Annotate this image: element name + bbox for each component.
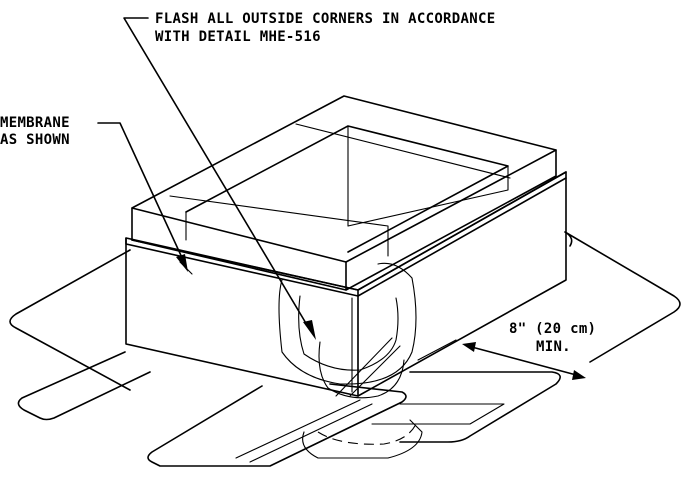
flash-note-arrowhead: [303, 320, 316, 340]
base-flashing-pad-front: [302, 419, 423, 459]
base-flashing-dashed: [317, 423, 417, 445]
membrane-label-line1: MEMBRANE: [0, 115, 70, 131]
flash-note-line2: WITH DETAIL MHE-516: [155, 29, 321, 45]
nailer-inner-opening: [185, 125, 509, 253]
corner-flashing-patch-upper: [278, 262, 417, 385]
curb-face-hatch: [179, 261, 359, 395]
flash-note-leader: [123, 17, 311, 331]
dimension-value: 8" (20 cm): [509, 321, 596, 337]
membrane-leader: [97, 122, 185, 263]
roof-membrane-front-edge: [17, 351, 151, 421]
curb-cap-band-right: [357, 171, 567, 297]
corner-flashing-patch-lower: [318, 341, 405, 399]
membrane-arrowhead: [176, 254, 188, 272]
dimension-extension: [417, 339, 457, 361]
dimension-line: [467, 345, 581, 377]
base-flashing-pad-right: [399, 371, 561, 443]
flash-note-line1: FLASH ALL OUTSIDE CORNERS IN ACCORDANCE: [155, 11, 495, 27]
dimension-arrow-end: [572, 370, 586, 380]
dimension-qualifier: MIN.: [536, 339, 571, 355]
base-flashing-strip: [235, 399, 505, 463]
curb-right-face: [357, 171, 567, 397]
nailer-outer: [131, 95, 557, 263]
base-flashing-pad-left: [147, 383, 407, 467]
roof-membrane-sheet: [9, 231, 681, 391]
membrane-label-line2: AS SHOWN: [0, 132, 70, 148]
dimension-arrow-start: [462, 342, 476, 352]
nailer-inner-walls: [169, 123, 511, 257]
curb-left-face: [125, 237, 359, 397]
nailer-front-thickness: [131, 149, 557, 291]
